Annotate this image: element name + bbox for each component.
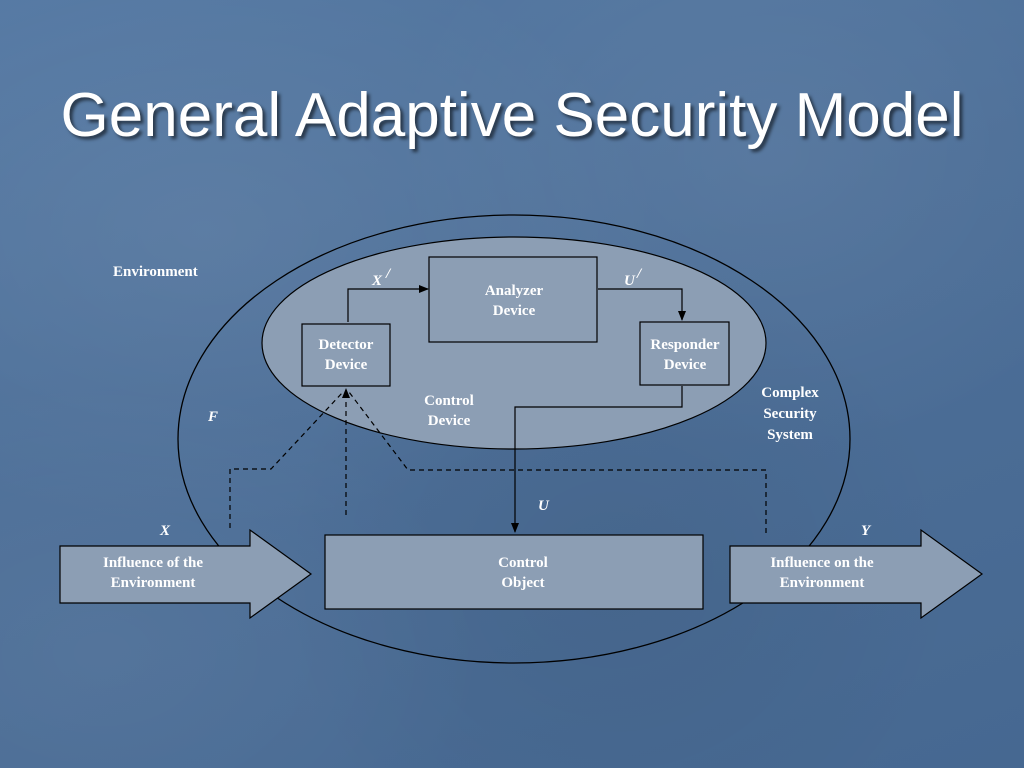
- detector-label-line2: Device: [325, 357, 368, 373]
- dashed-left-feedback: [229, 391, 344, 528]
- var-x-prime: X: [371, 273, 383, 289]
- system-label-line3: System: [767, 427, 813, 443]
- var-x-prime-mark: /: [385, 266, 392, 282]
- var-u: U: [538, 498, 550, 514]
- analyzer-label-line2: Device: [493, 303, 536, 319]
- system-label-line2: Security: [763, 406, 817, 422]
- analyzer-label: Analyzer: [485, 283, 544, 299]
- var-u-prime-mark: /: [636, 266, 643, 282]
- var-x: X: [159, 523, 171, 539]
- control-object-label: Control: [498, 555, 548, 571]
- control-object-label-line2: Object: [501, 575, 544, 591]
- responder-box: [639, 321, 730, 386]
- detector-box: [301, 323, 391, 387]
- control-device-label-line2: Device: [428, 413, 471, 429]
- control-device-label: Control: [424, 393, 474, 409]
- influence-out-arrow: [729, 528, 984, 620]
- responder-label: Responder: [650, 337, 720, 353]
- var-u-prime: U: [624, 273, 636, 289]
- analyzer-box: [428, 256, 598, 343]
- var-y: Y: [861, 523, 872, 539]
- system-label: Complex: [761, 385, 819, 401]
- analyzer-to-responder-arrow: [598, 288, 686, 321]
- control-device-ellipse: [261, 236, 767, 450]
- slide-title: General Adaptive Security Model: [60, 81, 964, 150]
- var-f: F: [207, 409, 218, 425]
- influence-in-label: Influence of the: [103, 555, 203, 571]
- environment-label: Environment: [113, 264, 198, 280]
- detector-to-analyzer-arrow: [347, 285, 429, 322]
- dashed-right-feedback: [348, 391, 767, 533]
- influence-out-label: Influence on the: [770, 555, 874, 571]
- detector-label: Detector: [319, 337, 374, 353]
- responder-label-line2: Device: [664, 357, 707, 373]
- system-boundary-ellipse: [177, 214, 851, 664]
- influence-in-label-line2: Environment: [111, 575, 196, 591]
- influence-out-label-line2: Environment: [780, 575, 865, 591]
- control-object-box: [324, 534, 704, 610]
- responder-to-object-arrow: [511, 386, 683, 533]
- influence-in-arrow: [59, 528, 313, 620]
